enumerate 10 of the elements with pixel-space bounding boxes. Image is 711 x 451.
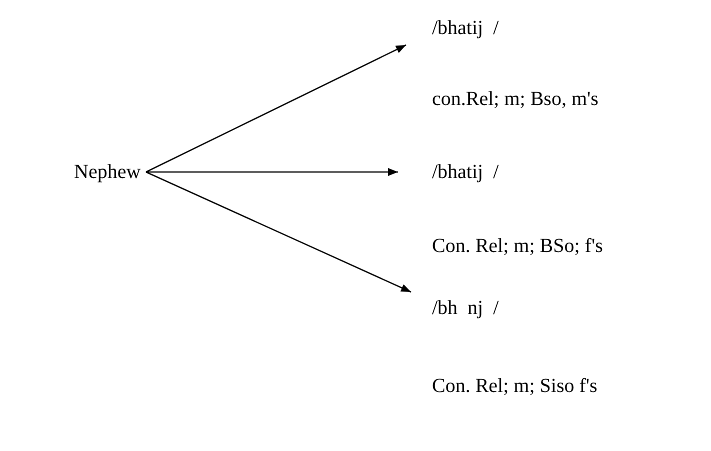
pronunciation-text: /bhatij / bbox=[432, 160, 499, 184]
arrow bbox=[146, 168, 398, 176]
pronunciation-text: /bh nj / bbox=[432, 296, 499, 320]
relation-description: Con. Rel; m; Siso f's bbox=[432, 374, 598, 398]
relation-description: con.Rel; m; Bso, m's bbox=[432, 87, 598, 111]
pronunciation-text: /bhatij / bbox=[432, 16, 499, 40]
arrow bbox=[146, 171, 412, 293]
relation-description: Con. Rel; m; BSo; f's bbox=[432, 234, 603, 258]
term-label: Nephew bbox=[74, 160, 141, 184]
arrow bbox=[146, 44, 406, 173]
